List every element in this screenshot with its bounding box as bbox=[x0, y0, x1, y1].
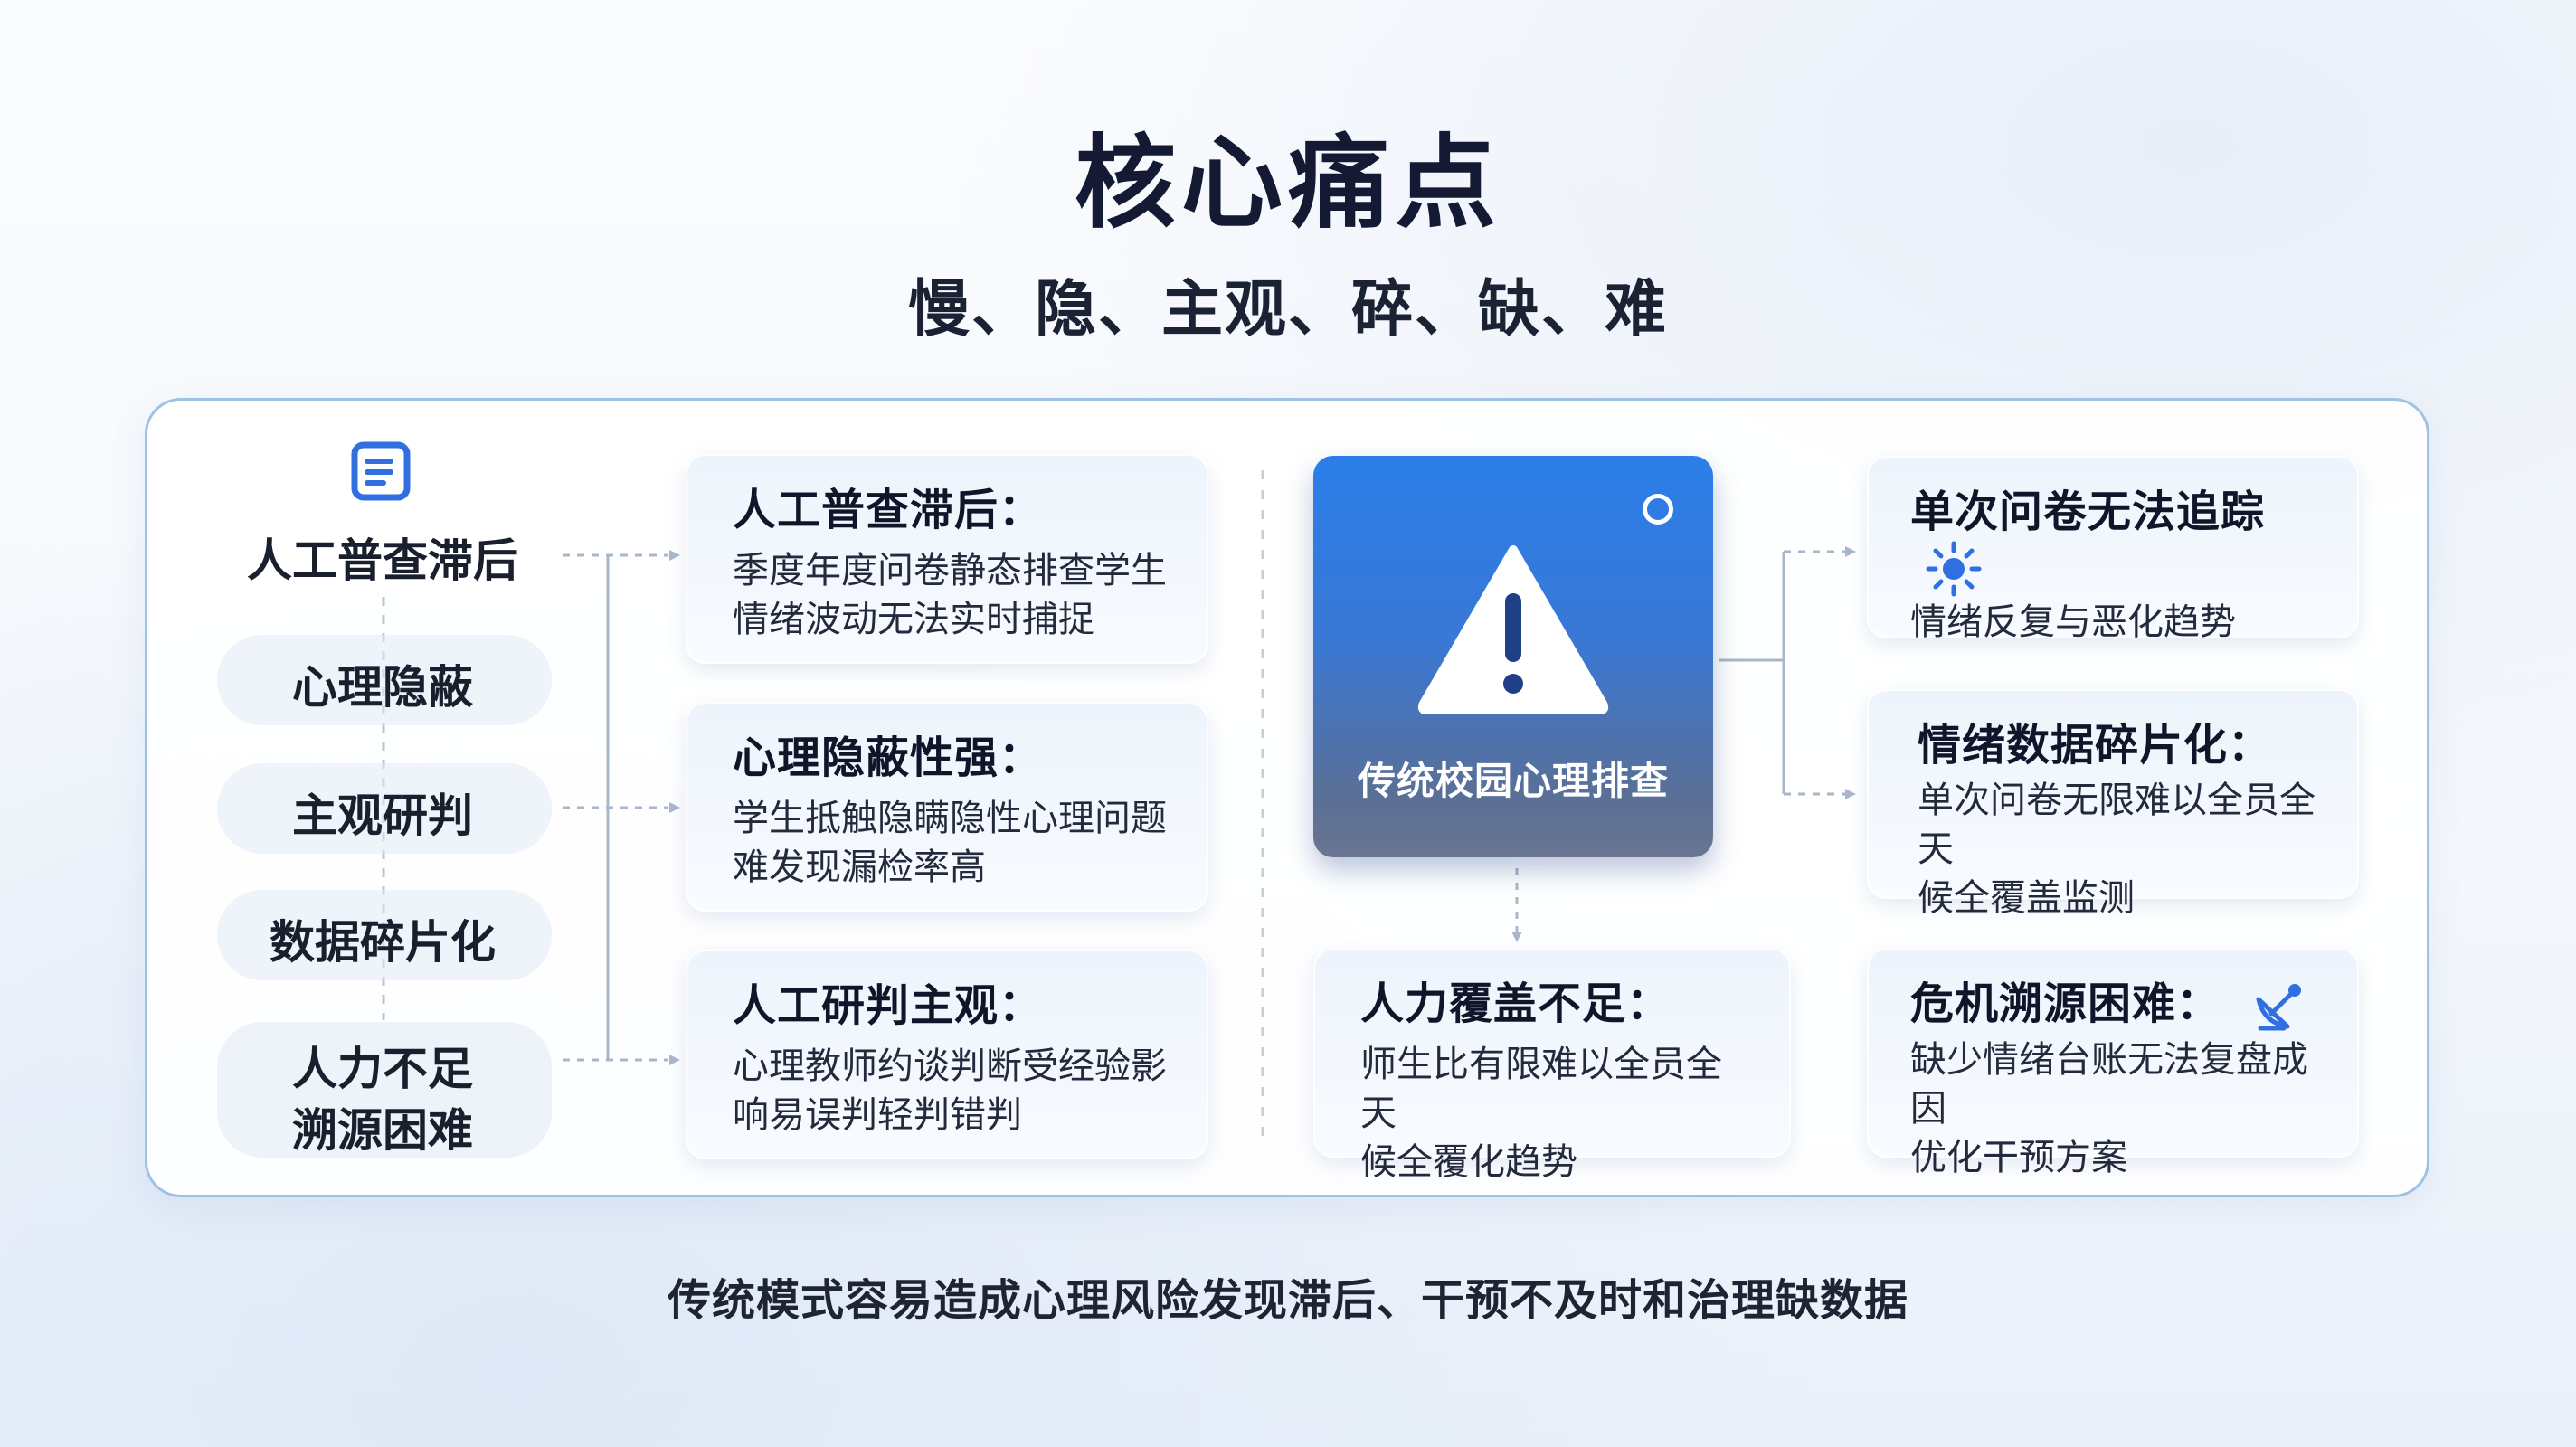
card-body: 心理教师约谈判断受经验影 响易误判轻判错判 bbox=[733, 1042, 1169, 1140]
footer-caption: 传统模式容易造成心理风险发现滞后、干预不及时和治理缺数据 bbox=[667, 1275, 1908, 1326]
card-body-line: 心理教师约谈判断受经验影 bbox=[733, 1045, 1167, 1087]
card-title: 人工研判主观： bbox=[733, 980, 1044, 1031]
page-subtitle: 慢、隐、主观、碎、缺、难 bbox=[907, 274, 1668, 345]
card-title: 人力覆盖不足： bbox=[1360, 979, 1672, 1029]
satellite-dish-icon bbox=[2256, 984, 2301, 1031]
card-title: 危机溯源困难： bbox=[1910, 979, 2221, 1029]
card-title-row: 单次问卷无法追踪 bbox=[1910, 485, 2319, 598]
card-body: 季度年度问卷静态排查学生 情绪波动无法实时捕捉 bbox=[733, 546, 1169, 644]
card-body-line: 情绪反复与恶化趋势 bbox=[1910, 601, 2236, 643]
card-fragmented: 情绪数据碎片化： 单次问卷无限难以全员全天 候全覆盖监测 bbox=[1867, 689, 2359, 919]
card-body-line: 季度年度问卷静态排查学生 bbox=[733, 550, 1167, 591]
card-body-line: 候全覆化趋势 bbox=[1360, 1141, 1577, 1183]
card-body: 单次问卷无限难以全员全天 候全覆盖监测 bbox=[1918, 776, 2319, 922]
card-title-row: 危机溯源困难： bbox=[1910, 977, 2319, 1032]
left-item-manual-census: 人工普查滞后 bbox=[247, 534, 518, 587]
left-item-pill bbox=[217, 890, 552, 980]
card-body-line: 情绪波动无法实时捕捉 bbox=[733, 599, 1094, 640]
left-item-fragmented: 数据碎片化 bbox=[270, 916, 496, 969]
left-item-hidden: 心理隐蔽 bbox=[292, 661, 473, 714]
sun-icon bbox=[1926, 541, 1982, 597]
card-title: 人工普查滞后： bbox=[733, 485, 1044, 535]
left-item-manpower: 人力不足 bbox=[292, 1043, 473, 1095]
card-body-line: 学生抵触隐瞒隐性心理问题 bbox=[733, 798, 1167, 839]
card-subjective: 人工研判主观： 心理教师约谈判断受经验影 响易误判轻判错判 bbox=[686, 950, 1208, 1159]
card-body: 师生比有限难以全员全天 候全覆化趋势 bbox=[1360, 1040, 1751, 1187]
card-body: 学生抵触隐瞒隐性心理问题 难发现漏检率高 bbox=[733, 794, 1169, 892]
card-title: 情绪数据碎片化： bbox=[1918, 720, 2273, 771]
card-body: 缺少情绪台账无法复盘成因 优化干预方案 bbox=[1910, 1036, 2319, 1182]
center-card-label: 传统校园心理排查 bbox=[1357, 759, 1669, 803]
card-body-line: 候全覆盖监测 bbox=[1918, 877, 2135, 919]
left-item-trace: 溯源困难 bbox=[292, 1104, 473, 1157]
card-body-line: 响易误判轻判错判 bbox=[733, 1094, 1022, 1136]
card-manual-census: 人工普查滞后： 季度年度问卷静态排查学生 情绪波动无法实时捕捉 bbox=[686, 454, 1208, 664]
card-body-line: 优化干预方案 bbox=[1910, 1137, 2127, 1178]
card-hidden: 心理隐蔽性强： 学生抵触隐瞒隐性心理问题 难发现漏检率高 bbox=[686, 702, 1208, 912]
card-single-survey: 单次问卷无法追踪 情绪反复与恶化趋势 bbox=[1867, 456, 2359, 643]
center-card-traditional-screening: 传统校园心理排查 bbox=[1313, 456, 1713, 857]
card-body-line: 单次问卷无限难以全员全天 bbox=[1918, 780, 2316, 870]
page-title: 核心痛点 bbox=[1075, 125, 1501, 242]
card-body-line: 师生比有限难以全员全天 bbox=[1360, 1044, 1722, 1134]
card-manpower: 人力覆盖不足： 师生比有限难以全员全天 候全覆化趋势 bbox=[1313, 948, 1791, 1183]
card-title: 心理隐蔽性强： bbox=[733, 733, 1044, 783]
document-icon bbox=[351, 441, 411, 501]
left-item-pill bbox=[217, 1022, 552, 1158]
card-trace: 危机溯源困难： 缺少情绪台账无法复盘成因 优化干预方案 bbox=[1867, 948, 2359, 1178]
card-body: 情绪反复与恶化趋势 bbox=[1910, 598, 2319, 647]
ring-icon bbox=[1643, 494, 1673, 525]
left-item-pill bbox=[217, 635, 552, 725]
card-body-line: 难发现漏检率高 bbox=[733, 846, 986, 888]
left-item-subjective: 主观研判 bbox=[292, 790, 473, 842]
warning-triangle-icon bbox=[1417, 545, 1609, 714]
card-body-line: 缺少情绪台账无法复盘成因 bbox=[1910, 1039, 2308, 1130]
card-title: 单次问卷无法追踪 bbox=[1910, 487, 2266, 537]
left-item-pill bbox=[217, 763, 552, 854]
